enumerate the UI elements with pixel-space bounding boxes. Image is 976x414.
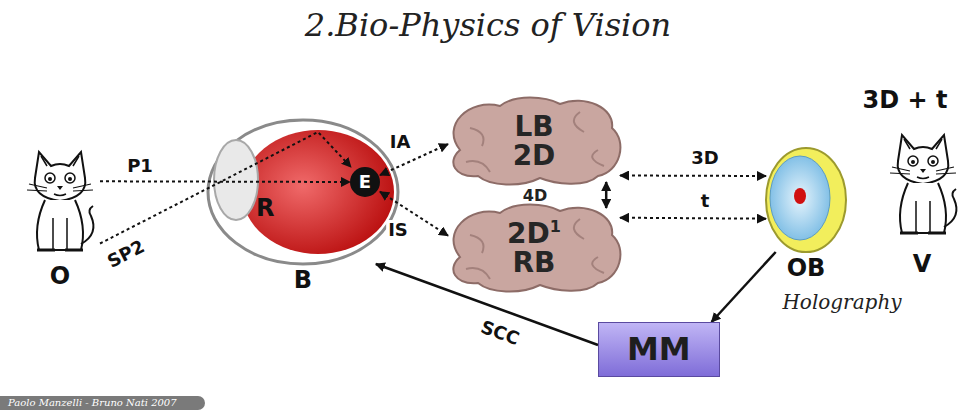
hologram-dot	[794, 188, 806, 204]
node-label: 2D	[513, 139, 556, 172]
holographic-body: OB	[766, 148, 846, 252]
node-label: E	[359, 173, 371, 191]
hologram-core	[770, 156, 830, 240]
connector	[100, 132, 351, 244]
brain-text: LB2D	[513, 112, 556, 171]
node-label: MM	[627, 330, 691, 368]
edge-label: t	[699, 191, 712, 211]
connector	[620, 218, 766, 219]
connector	[620, 175, 766, 178]
node-label: LB	[514, 110, 553, 143]
cat-drawing	[27, 152, 93, 250]
diagram-title: 2.Bio-Physics of Vision	[0, 6, 976, 44]
lens	[214, 140, 258, 220]
edge-label: IS	[386, 220, 410, 240]
right-brain: 2D1RB	[448, 208, 620, 288]
text-line: RB	[507, 248, 561, 277]
node-label: V	[870, 250, 974, 278]
heading-label: 3D + t	[863, 86, 948, 114]
brain-drawing	[453, 98, 620, 185]
text-line: LB	[513, 112, 556, 141]
region-label: R	[256, 194, 274, 222]
node-label: 2D	[507, 217, 550, 250]
eye: BRE	[208, 120, 398, 264]
observer-cat: O	[20, 145, 100, 290]
edge-label: P1	[125, 156, 155, 176]
connector	[712, 252, 776, 322]
text-line: 2D	[513, 141, 556, 170]
memory-box: MM	[598, 322, 720, 377]
node-label: RB	[513, 246, 556, 279]
edge-label: IA	[388, 132, 413, 152]
watermark: Paolo Manzelli - Bruno Nati 2007	[0, 396, 205, 410]
node-label: O	[10, 262, 110, 290]
text-line: 2D1	[507, 219, 561, 248]
node-label: B	[208, 266, 398, 294]
connector	[605, 182, 608, 208]
brain-drawing	[453, 205, 620, 292]
hologram-ring	[766, 148, 846, 252]
connector	[100, 180, 350, 183]
edge-label: SP2	[102, 235, 149, 272]
left-brain: LB2D	[448, 100, 620, 182]
edge-label: 3D	[689, 148, 720, 168]
eye-outline	[208, 120, 398, 264]
virtual-cat: V	[880, 128, 964, 278]
cat-drawing	[890, 135, 956, 233]
node-label: OB	[756, 254, 856, 282]
focus-point: E	[350, 167, 380, 197]
brain-text: 2D1RB	[507, 219, 561, 278]
dimension-label: 4D	[523, 186, 547, 205]
superscript: 1	[550, 217, 561, 236]
retina	[242, 130, 394, 254]
caption-label: Holography	[782, 290, 901, 314]
edge-label: SCC	[476, 316, 524, 350]
